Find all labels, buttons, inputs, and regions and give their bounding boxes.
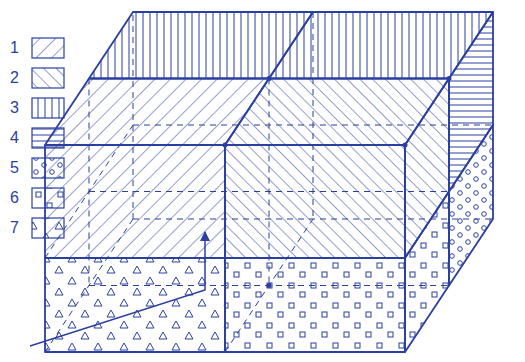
legend-number: 3	[10, 98, 19, 118]
legend-number: 6	[10, 188, 19, 208]
cube-faces	[45, 12, 493, 352]
legend-number: 7	[10, 218, 19, 238]
leader-arrow	[30, 232, 205, 346]
legend-number: 5	[10, 158, 19, 178]
legend-number: 1	[10, 38, 19, 58]
legend-number: 4	[10, 128, 19, 148]
hidden-edges	[45, 12, 493, 352]
legend-number: 2	[10, 68, 19, 88]
corner-dots	[223, 76, 452, 288]
